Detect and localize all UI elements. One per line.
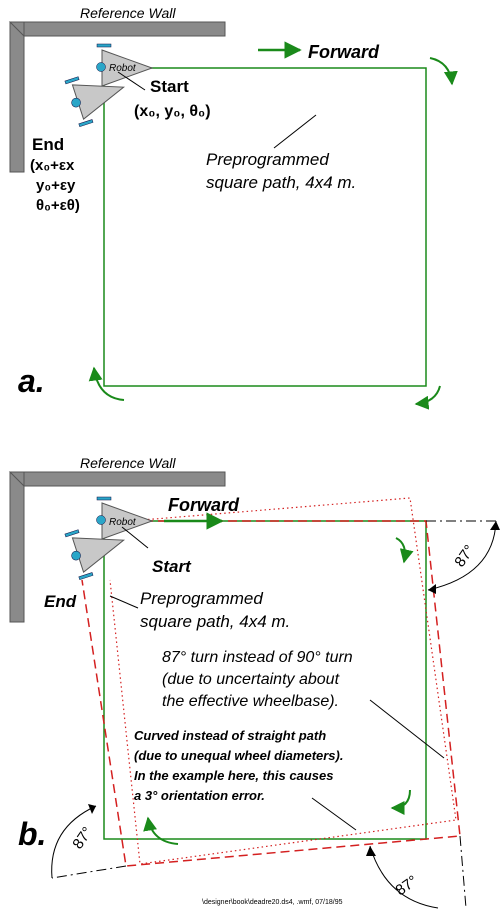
curve-line4-b: a 3° orientation error. — [134, 788, 265, 803]
robot-end-a — [64, 76, 126, 127]
actual-path-dashed-b — [81, 520, 461, 867]
reference-wall-b — [8, 471, 226, 623]
end-line1-a: (x₀+εx — [30, 157, 75, 174]
path-line1-a: Preprogrammed — [206, 150, 329, 169]
turn-arrow-a-bottomleft — [88, 366, 125, 401]
path-line2-a: square path, 4x4 m. — [206, 173, 356, 192]
angle-label-bottomright-b: 87° — [393, 872, 421, 899]
robot-start-a: Robot — [96, 43, 154, 93]
turn-arrow-b-bottomleft — [143, 816, 179, 845]
panel-b: Reference Wall 87° 87° 87° Forward — [8, 455, 500, 909]
robot-start-b: Robot — [96, 496, 154, 546]
wall-label-a: Reference Wall — [80, 5, 176, 21]
panel-a: Reference Wall Forward Robot Start (x₀, — [8, 5, 458, 410]
curve-line2-b: (due to unequal wheel diameters). — [134, 748, 343, 763]
turn-line1-b: 87° turn instead of 90° turn — [162, 649, 353, 666]
angle-arc-left-b — [51, 805, 97, 879]
footer-filename: \designer\book\deadre20.ds4, .wmf, 07/18… — [202, 899, 343, 906]
turn-arrow-b-topright — [395, 537, 414, 564]
reference-line-left-b — [51, 865, 127, 879]
forward-label-a: Forward — [308, 42, 380, 62]
angle-label-topright-b: 87° — [451, 542, 478, 570]
end-label-a: End — [32, 135, 64, 154]
reference-line-bottomright-b — [459, 835, 467, 909]
turn-arrow-a-topright — [429, 57, 458, 86]
path-line1-b: Preprogrammed — [140, 589, 263, 608]
turn-arrow-b-bottomright — [390, 789, 411, 815]
turn-arrow-a-bottomright — [414, 385, 441, 410]
angle-arc-topright-b — [427, 520, 497, 591]
end-label-b: End — [44, 592, 77, 611]
panel-letter-a: a. — [18, 363, 45, 399]
planned-square-path-a — [103, 67, 427, 387]
forward-label-b: Forward — [168, 495, 240, 515]
end-line2-a: y₀+εy — [36, 177, 76, 194]
path-line2-b: square path, 4x4 m. — [140, 612, 290, 631]
angle-arc-bottomright-b — [369, 845, 439, 909]
start-coords-a: (x₀, y₀, θ₀) — [134, 103, 211, 120]
curve-line3-b: In the example here, this causes — [134, 768, 333, 783]
reference-wall-a — [8, 21, 226, 173]
panel-letter-b: b. — [18, 816, 46, 852]
end-line3-a: θ₀+εθ) — [36, 197, 80, 214]
angle-label-left-b: 87° — [69, 824, 96, 852]
robot-end-b — [64, 529, 126, 580]
turn-line3-b: the effective wheelbase). — [162, 693, 339, 710]
start-label-a: Start — [150, 77, 189, 96]
turn-line2-b: (due to uncertainty about — [162, 671, 340, 688]
wall-label-b: Reference Wall — [80, 455, 176, 471]
robot-label-a: Robot — [109, 63, 137, 74]
robot-label-b: Robot — [109, 517, 137, 528]
start-label-b: Start — [152, 557, 192, 576]
curve-line1-b: Curved instead of straight path — [134, 728, 326, 743]
